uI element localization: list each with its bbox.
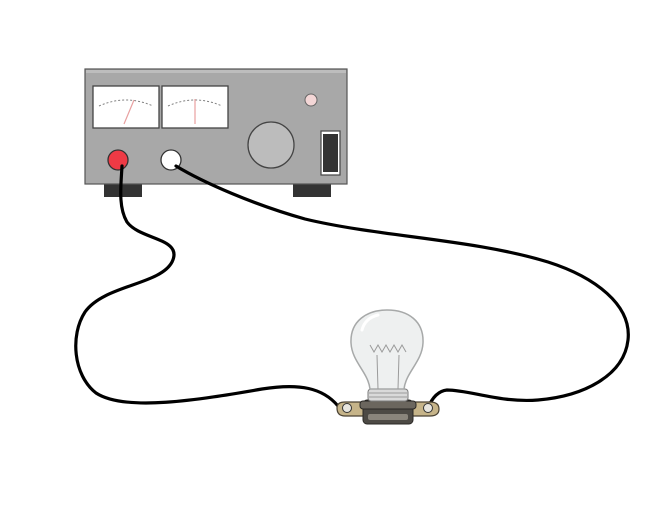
bulb-glass [350, 309, 424, 390]
red-terminal [107, 149, 129, 171]
power-supply-foot-right [293, 181, 331, 197]
bulb-socket-band [359, 400, 417, 410]
voltage-knob [247, 121, 295, 169]
bulb-screw-base [367, 388, 409, 402]
power-supply [84, 68, 348, 197]
bulb-socket-highlight [368, 414, 408, 420]
wire-positive [174, 164, 630, 410]
bulb-filament [369, 343, 407, 390]
meter-needle [123, 99, 135, 125]
meter-scale [98, 99, 154, 107]
ammeter [161, 85, 229, 129]
bulb-terminal-right [423, 403, 433, 413]
wire-negative [74, 164, 349, 411]
indicator-light [304, 93, 318, 107]
meter-scale [167, 99, 223, 107]
voltmeter [92, 85, 160, 129]
meter-frame [92, 85, 160, 129]
light-bulb [336, 309, 440, 425]
power-supply-foot-left [104, 181, 142, 197]
power-switch-toggle [323, 134, 338, 172]
power-supply-top-edge [86, 70, 346, 73]
bulb-highlight [360, 313, 380, 332]
bulb-terminal-left [342, 403, 352, 413]
